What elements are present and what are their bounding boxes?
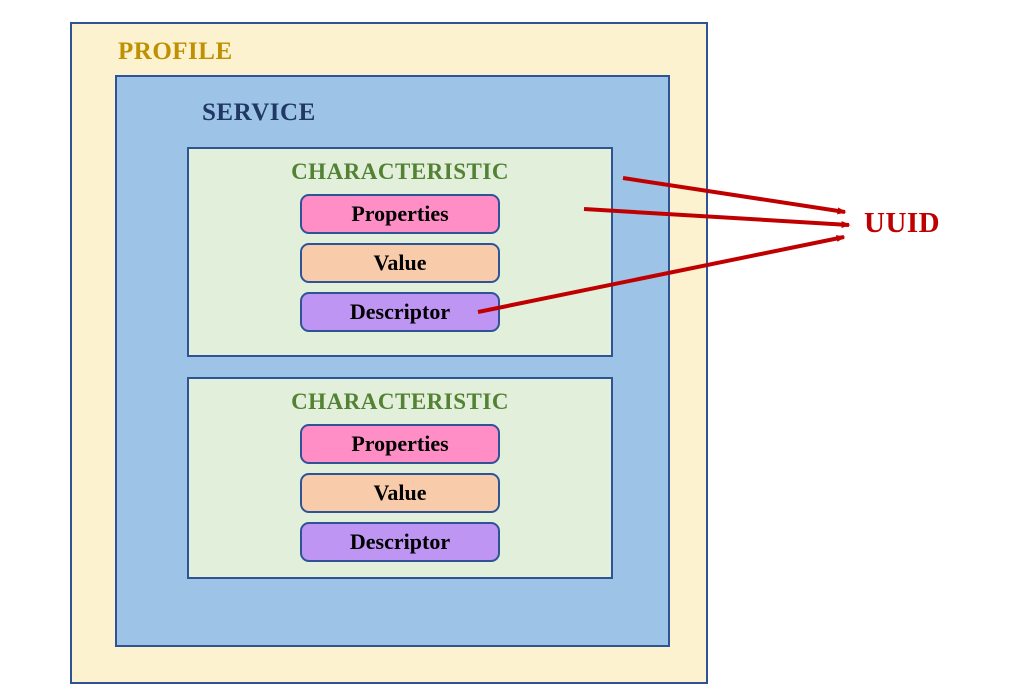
characteristic-title: CHARACTERISTIC: [291, 159, 509, 184]
value-pill: Value: [300, 243, 500, 283]
descriptor-pill: Descriptor: [300, 292, 500, 332]
characteristic-box-1: CHARACTERISTIC Properties Value Descript…: [187, 147, 613, 357]
profile-label: PROFILE: [118, 38, 233, 65]
characteristic-box-2: CHARACTERISTIC Properties Value Descript…: [187, 377, 613, 579]
value-pill: Value: [300, 473, 500, 513]
descriptor-pill: Descriptor: [300, 522, 500, 562]
profile-box: PROFILE SERVICE CHARACTERISTIC Propertie…: [70, 22, 708, 684]
properties-pill: Properties: [300, 424, 500, 464]
service-box: SERVICE CHARACTERISTIC Properties Value …: [115, 75, 670, 647]
service-label: SERVICE: [202, 99, 316, 126]
uuid-label: UUID: [864, 207, 941, 239]
characteristic-title: CHARACTERISTIC: [291, 389, 509, 414]
properties-pill: Properties: [300, 194, 500, 234]
